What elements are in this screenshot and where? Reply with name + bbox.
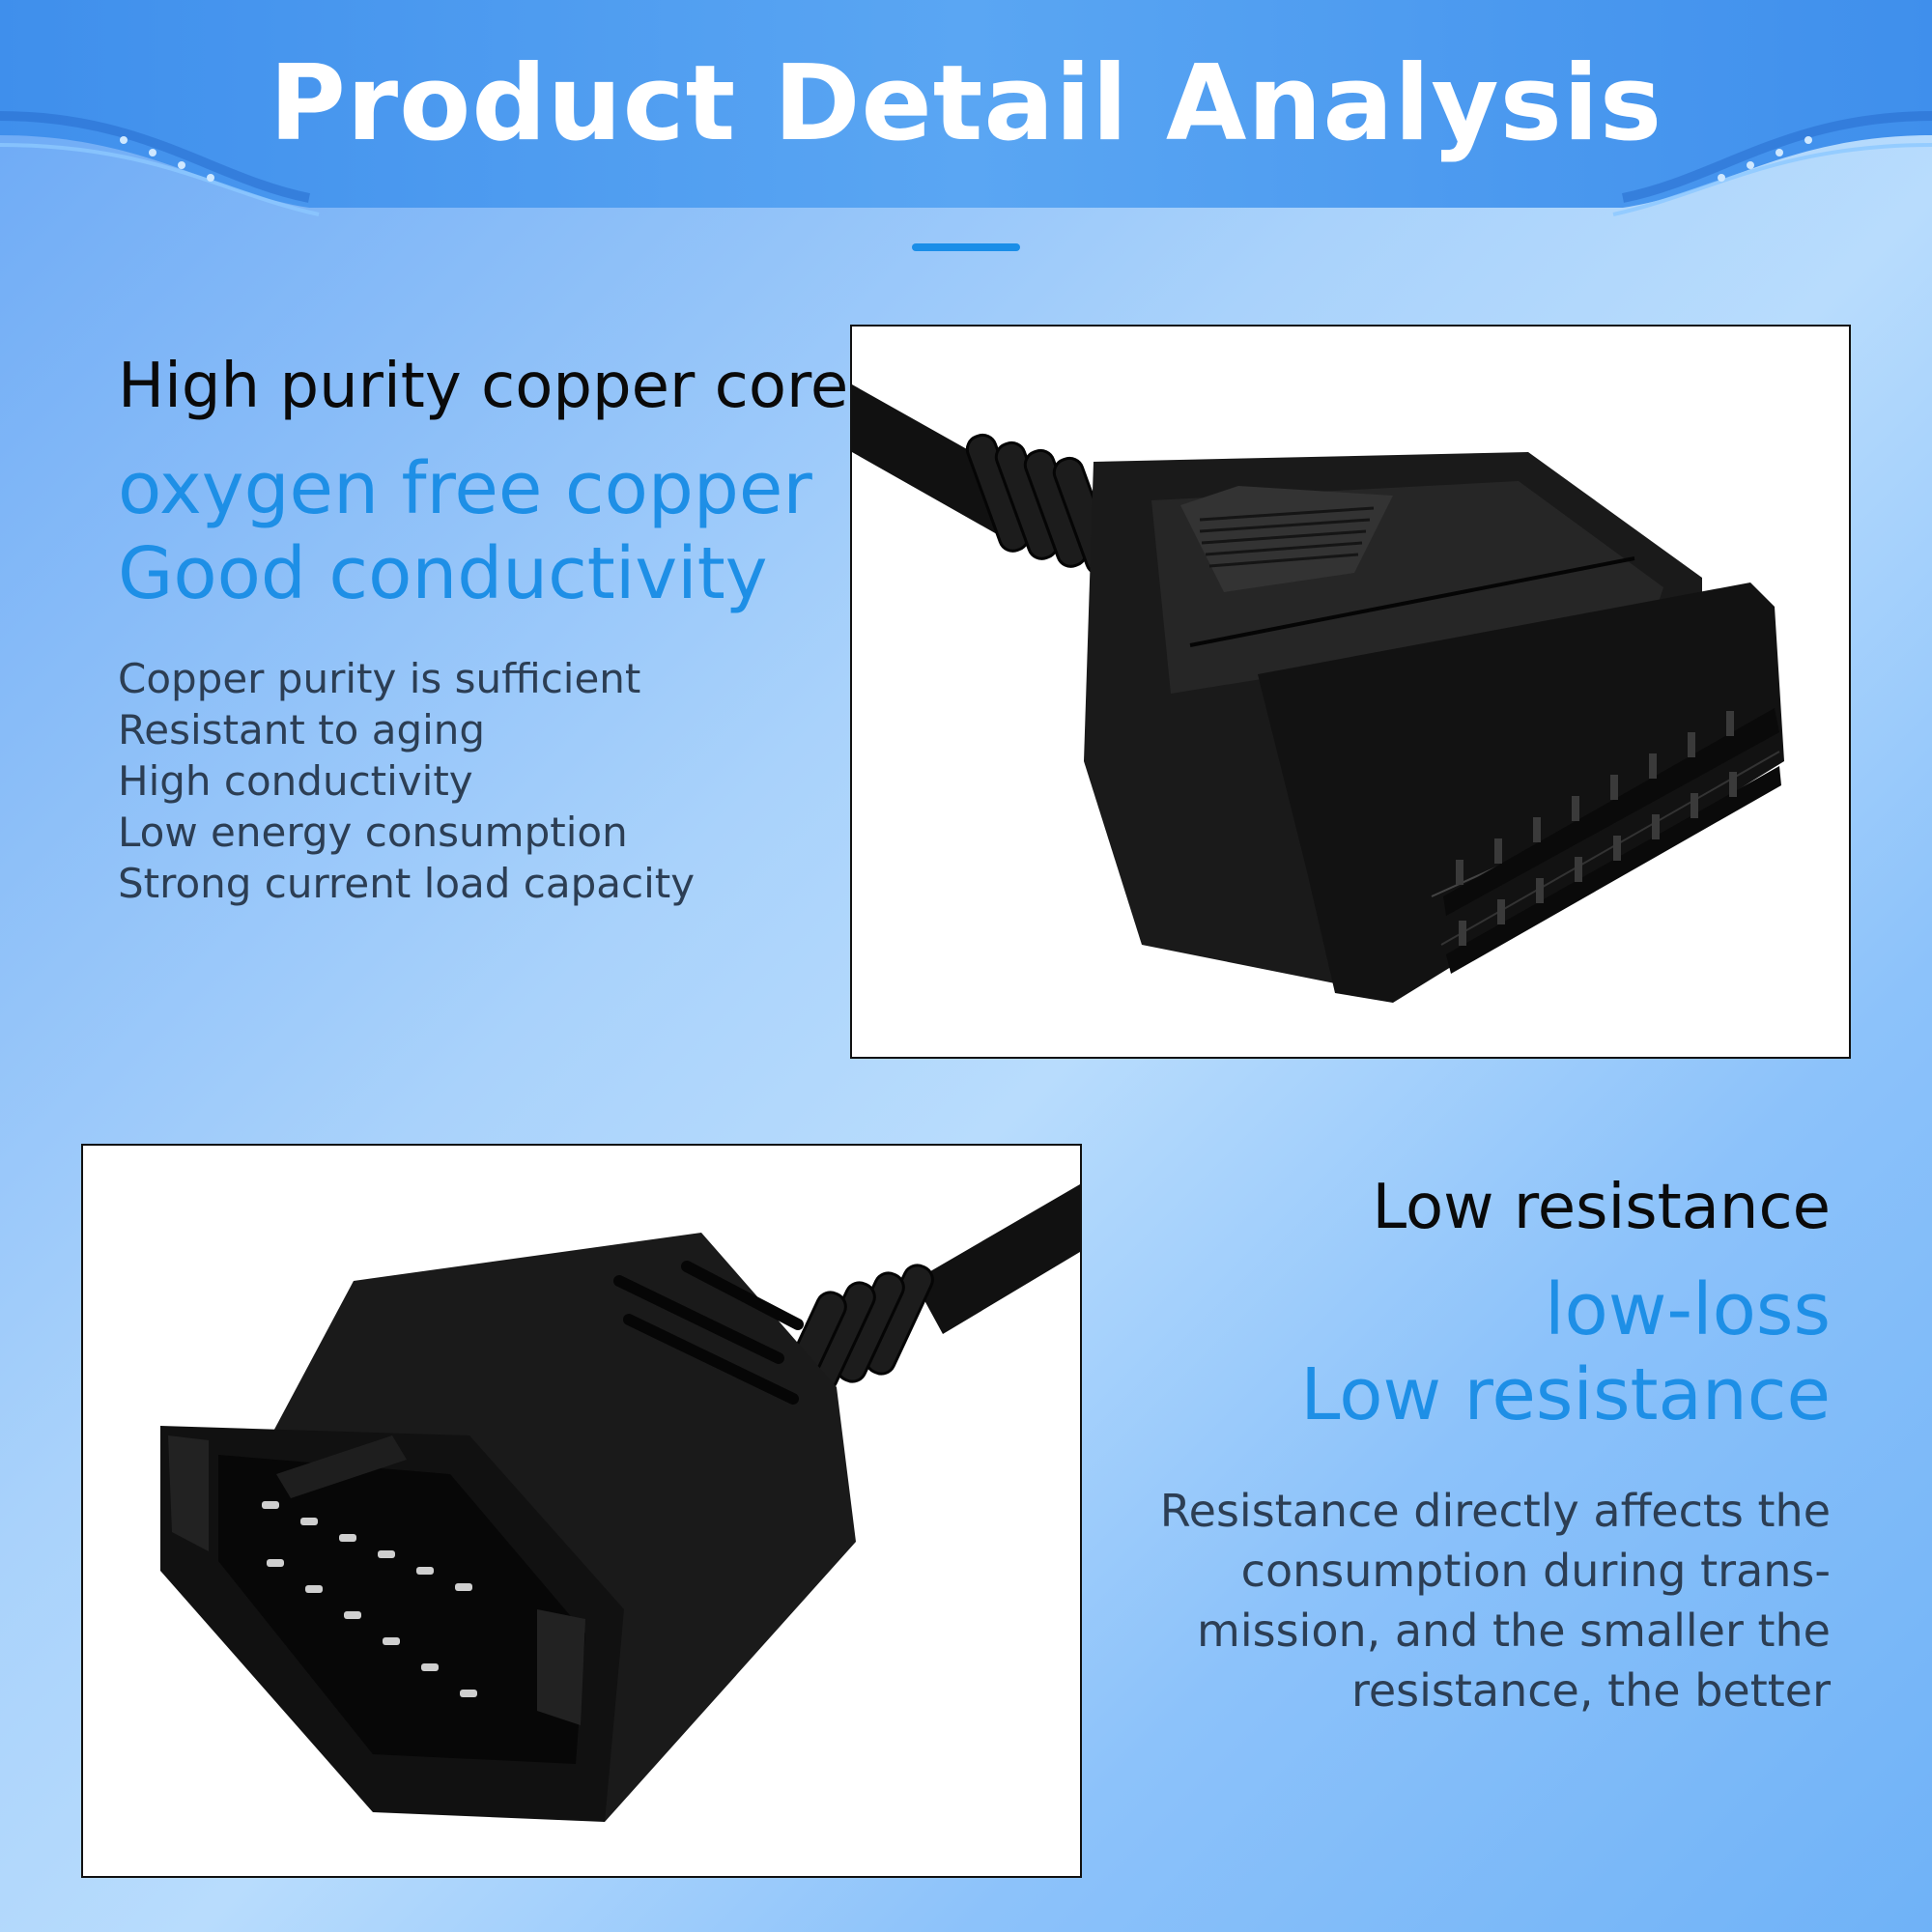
feature-accent: low-loss Low resistance xyxy=(1043,1267,1831,1437)
feature-low-resistance: Low resistance low-loss Low resistance R… xyxy=(1043,1169,1831,1720)
body-line: Copper purity is sufficient xyxy=(118,655,641,702)
body-line: Strong current load capacity xyxy=(118,860,696,907)
body-line: Low energy consumption xyxy=(118,809,628,856)
feature-body: Copper purity is sufficient Resistant to… xyxy=(118,653,852,909)
body-line: Resistant to aging xyxy=(118,706,486,753)
body-line: High conductivity xyxy=(118,757,473,805)
body-line: resistance, the better xyxy=(1350,1664,1831,1717)
feature-body: Resistance directly affects the consumpt… xyxy=(1043,1481,1831,1720)
obd2-connector-illustration xyxy=(852,384,1784,1003)
body-line: Resistance directly affects the xyxy=(1159,1485,1831,1537)
feature-accent: oxygen free copper Good conductivity xyxy=(118,446,852,616)
header-banner: Product Detail Analysis xyxy=(0,0,1932,222)
accent-line: Good conductivity xyxy=(118,532,768,615)
feature-copper-core: High purity copper core oxygen free copp… xyxy=(118,348,852,909)
accent-line: Low resistance xyxy=(1300,1353,1831,1436)
page-title: Product Detail Analysis xyxy=(269,43,1663,164)
body-line: consumption during trans- xyxy=(1240,1545,1831,1597)
accent-line: oxygen free copper xyxy=(118,447,812,530)
feature-heading: Low resistance xyxy=(1372,1172,1831,1243)
banner-wave-graphic xyxy=(0,0,1932,216)
photo-obd2-female-connector xyxy=(850,325,1851,1059)
accent-line: low-loss xyxy=(1545,1268,1831,1351)
gm12-connector-illustration xyxy=(160,1184,1080,1822)
title-underline xyxy=(912,243,1020,251)
photo-gm12-male-connector xyxy=(81,1144,1082,1878)
feature-heading: High purity copper core xyxy=(118,351,849,422)
body-line: mission, and the smaller the xyxy=(1197,1605,1831,1657)
